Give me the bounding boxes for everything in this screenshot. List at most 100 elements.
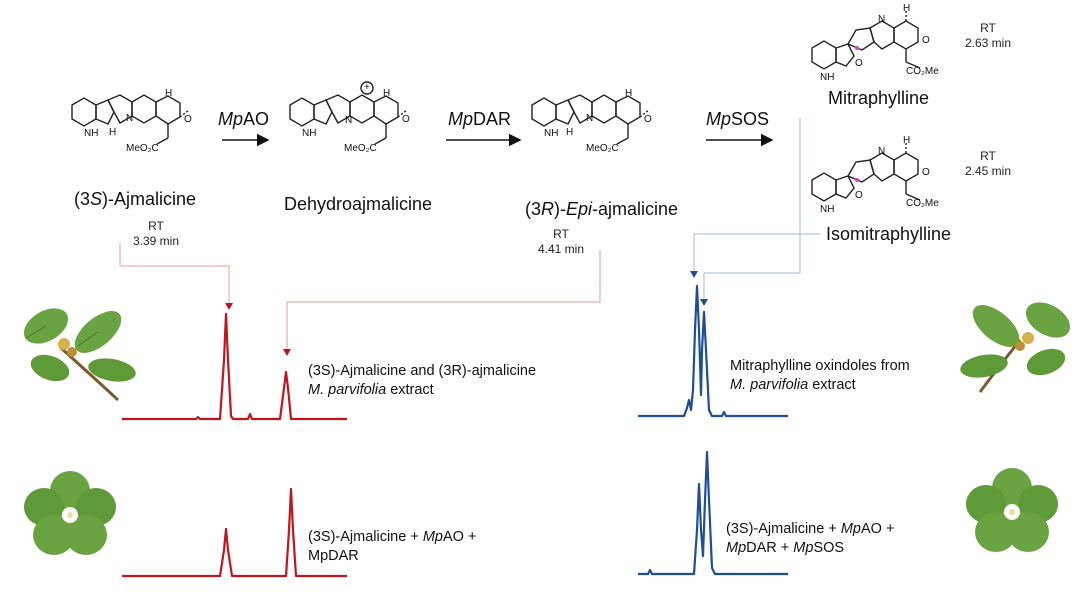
caption-line: M. parvifolia extract [730,376,910,395]
caption-text: AO + [860,521,895,537]
caption-species: M. parvifolia [730,377,809,393]
caption-text: Mp [422,529,443,545]
rt-value: 4.41 min [537,242,585,256]
atom-label-o: O [402,114,410,125]
caption-text: Mp [840,521,861,537]
rt-value: 2.63 min [964,36,1012,50]
caption-blue-enzymatic: (3S)-Ajmalicine + MpAO + MpDAR + MpSOS [726,520,894,558]
compound-name-part: R [541,199,555,219]
stereocenter-marker [855,46,859,50]
atom-label-h: H [109,127,117,138]
caption-line: Mitraphylline oxindoles from [730,358,910,374]
caption-text: DAR + [746,540,794,556]
caption-line: (3S)-Ajmalicine + MpAO + [726,520,894,539]
enzyme-label-dar: MpDAR [448,109,511,130]
guide-arrowhead [225,303,233,310]
atom-label-o: O [922,35,930,46]
structure-ajmalicine [71,94,190,145]
rt-label: RT [148,219,164,233]
caption-blue-extract: Mitraphylline oxindoles from M. parvifol… [730,357,910,395]
rt-value: 3.39 min [132,234,180,248]
caption-text: Mp [726,540,747,556]
atom-label-nh: NH [820,72,835,83]
enzyme-prefix: Mp [448,109,474,129]
atom-label-nh: NH [544,128,559,139]
atom-label-nh: NH [302,128,317,139]
plant-branch-icon [23,308,136,402]
enzyme-prefix: Mp [218,109,244,129]
caption-species: M. parvifolia [308,382,387,398]
rt-label: RT [980,21,996,35]
guide-arrowhead [283,349,291,356]
atom-label-nh: NH [820,204,835,215]
caption-red-extract: (3S)-Ajmalicine and (3R)-ajmalicine M. p… [308,362,536,400]
ester-label: CO₂Me [906,66,939,77]
atom-label-nh: NH [84,128,99,139]
structure-mitraphylline [811,11,921,70]
retention-time-mitraphylline: RT 2.63 min [958,21,1018,51]
atom-label-h: H [903,3,911,14]
caption-line: M. parvifolia extract [308,381,536,400]
enzyme-name: DAR [473,109,512,129]
guide-line-mitraphylline [703,118,801,300]
structure-dehydroajmalicine [289,81,408,145]
guide-line-epi [286,250,601,350]
caption-text: extract [808,377,856,393]
caption-text: extract [386,382,434,398]
guide-arrowhead [700,299,708,306]
caption-line: (3S)-Ajmalicine and (3R)-ajmalicine [308,363,537,379]
ester-label: CO₂Me [906,198,939,209]
rt-label: RT [553,227,569,241]
compound-name-part: )-Ajmalicine [102,189,197,209]
chromatogram-blue-enzymatic [638,450,788,576]
atom-label-h: H [903,135,911,146]
compound-name-isomitraphylline: Isomitraphylline [826,224,952,244]
compound-name-epi-ajmalicine: (3R)-Epi-ajmalicine [525,199,678,220]
ester-label: MeO₂C [126,143,159,154]
structure-epi-ajmalicine [531,94,650,145]
enzyme-prefix: Mp [706,109,732,129]
atom-label-n: N [126,113,134,124]
atom-label-o: O [855,58,863,69]
compound-name-ajmalicine: (3S)-Ajmalicine [74,189,196,210]
rt-value: 2.45 min [964,164,1012,178]
caption-line: MpDAR [308,548,359,564]
ester-label: MeO₂C [586,143,619,154]
caption-line: MpDAR + MpSOS [726,539,894,558]
guide-arrowhead [690,271,698,278]
retention-time-isomitraphylline: RT 2.45 min [958,149,1018,179]
rt-label: RT [980,149,996,163]
atom-label-n: N [878,14,886,25]
atom-label-o: O [644,114,652,125]
charge-plus: + [364,82,370,93]
compound-name-part: -ajmalicine [592,199,679,219]
stereocenter-marker [855,178,859,182]
enzyme-name: SOS [731,109,770,129]
retention-time-epi: RT 4.41 min [531,227,591,257]
atom-label-h: H [383,88,391,99]
atom-label-o: O [184,114,192,125]
enzyme-label-ao: MpAO [218,109,269,130]
atom-label-n: N [586,113,594,124]
structure-isomitraphylline [811,143,921,202]
enzyme-label-sos: MpSOS [706,109,769,130]
atom-label-h: H [566,127,574,138]
guide-line-ajmalicine [119,243,230,304]
caption-text: SOS [813,540,845,556]
chromatogram-red-enzymatic [122,487,347,578]
plant-branch-icon [960,302,1071,393]
compound-name-part: S [90,189,103,209]
caption-red-enzymatic: (3S)-Ajmalicine + MpAO + MpDAR [308,528,476,566]
enzyme-name: AO [243,109,270,129]
chromatogram-red-extract [122,312,347,421]
compound-name-part: (3 [525,199,542,219]
atom-label-o: O [855,190,863,201]
compound-name-part: Epi [566,199,593,219]
atom-label-h: H [625,88,633,99]
caption-text: Mp [793,540,814,556]
atom-label-o: O [922,167,930,178]
seedling-icon [966,468,1058,552]
atom-label-h: H [165,88,173,99]
compound-name-part: )- [554,199,567,219]
